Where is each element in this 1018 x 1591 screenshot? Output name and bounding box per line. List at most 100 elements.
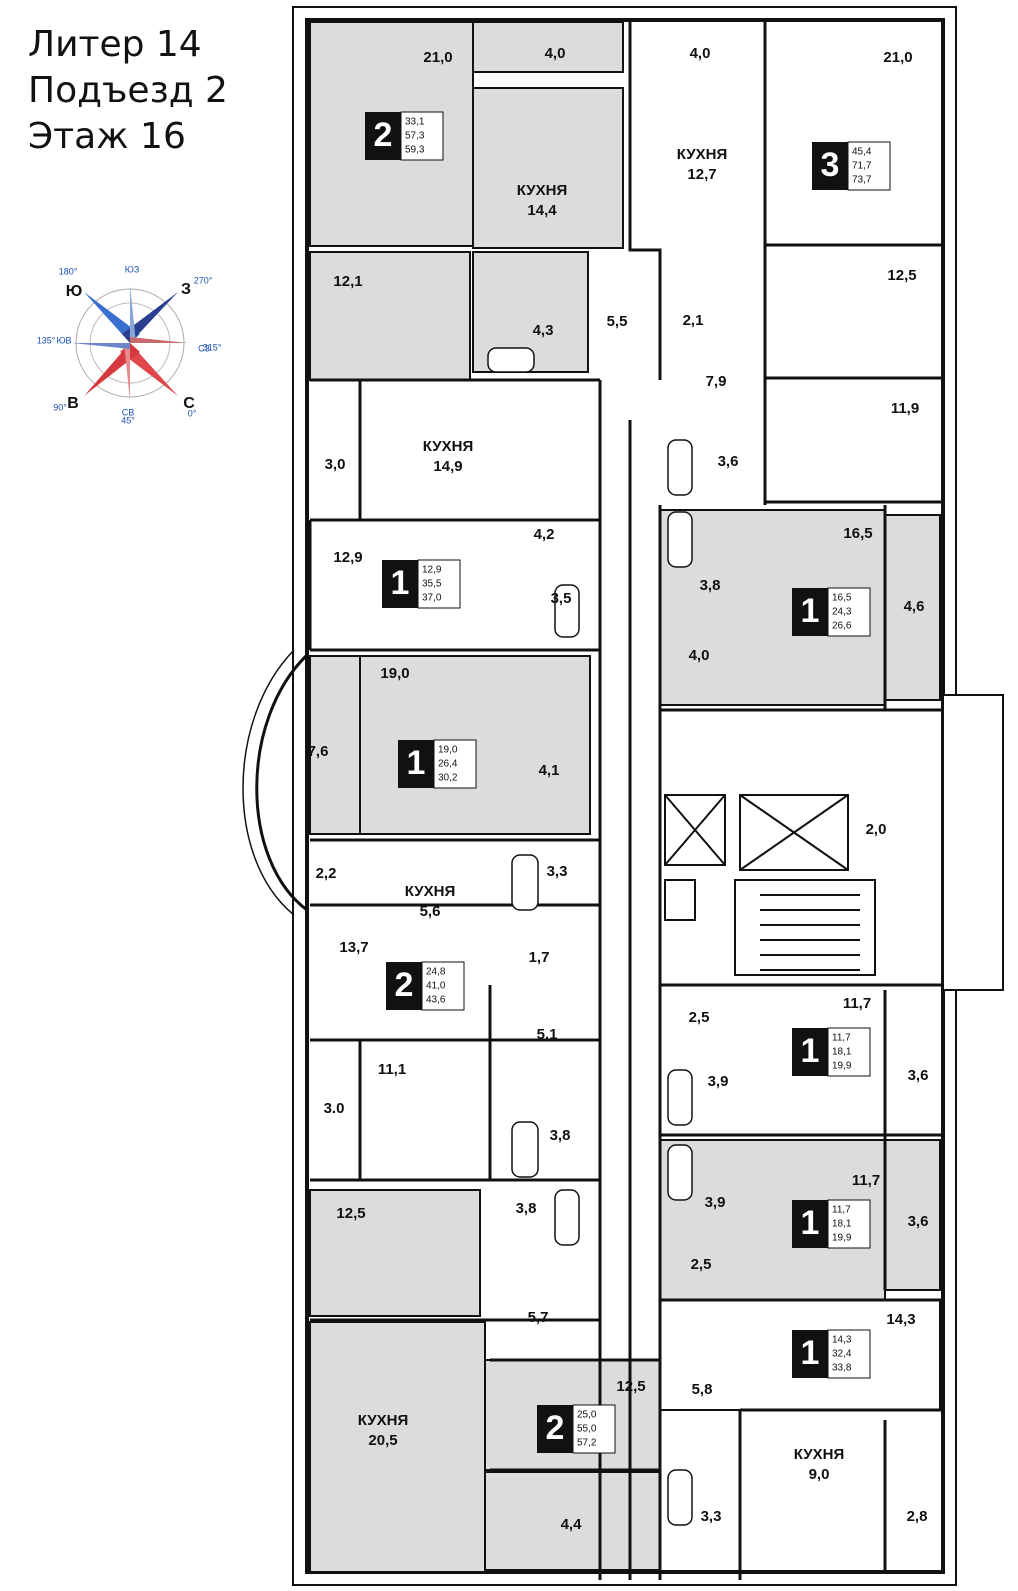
area-total: 18,1 — [832, 1047, 852, 1058]
room-area: 4,6 — [904, 598, 925, 615]
room-area: 4,0 — [545, 45, 566, 62]
room-area: 9,0 — [809, 1466, 830, 1483]
room-area: 1,7 — [529, 949, 550, 966]
apartment-rooms: 1 — [407, 744, 426, 782]
room-area: 3,3 — [701, 1508, 722, 1525]
room-name: КУХНЯ — [677, 146, 727, 163]
area-total: 57,3 — [405, 131, 425, 142]
apartment-badge: 2 33,1 57,3 59,3 — [365, 111, 444, 161]
area-total: 26,4 — [438, 759, 458, 770]
apartment-rooms: 3 — [821, 146, 840, 184]
room-area: 11,1 — [378, 1061, 406, 1078]
apartment-rooms: 1 — [801, 1334, 820, 1372]
elevator-core — [664, 794, 876, 976]
area-total-balcony: 33,8 — [832, 1363, 852, 1374]
room-area: 19,0 — [380, 665, 409, 682]
area-total-balcony: 73,7 — [852, 175, 872, 186]
apartment-badge: 1 19,0 26,4 30,2 — [398, 739, 477, 789]
area-living: 25,0 — [577, 1410, 597, 1421]
room-area: 12,9 — [333, 549, 362, 566]
apartment-rooms: 1 — [801, 1204, 820, 1242]
room-area: 5,1 — [537, 1026, 558, 1043]
compass-degree: 180° — [59, 266, 78, 276]
room-area: 12,1 — [333, 273, 362, 290]
room-area: 4,1 — [539, 762, 560, 779]
room-area: 4,0 — [690, 45, 711, 62]
compass-inner: ЮЗ — [125, 264, 140, 274]
apartment-rooms: 1 — [801, 1032, 820, 1070]
apartment-rooms: 2 — [546, 1409, 565, 1447]
apartment-badge: 1 16,5 24,3 26,6 — [792, 587, 871, 637]
room-area: 4,2 — [534, 526, 555, 543]
apartment-badge: 2 25,0 55,0 57,2 — [537, 1404, 616, 1454]
room-area: 16,5 — [843, 525, 872, 542]
compass-label: В — [67, 395, 79, 412]
area-total: 55,0 — [577, 1424, 597, 1435]
room-name: КУХНЯ — [358, 1412, 408, 1429]
room-area: 14,9 — [433, 458, 462, 475]
room-area: 5,7 — [528, 1309, 549, 1326]
room-name: КУХНЯ — [794, 1446, 844, 1463]
compass-arrow-nw — [84, 292, 140, 343]
room-area: 3,6 — [718, 453, 739, 470]
compass-arrow-ne — [122, 292, 178, 343]
compass-degree: 135° — [37, 335, 56, 345]
apartment-badges: 2 33,1 57,3 59,3 3 45,4 71,7 73,7 1 12,9… — [365, 111, 891, 1454]
room-area: 3,3 — [547, 863, 568, 880]
apartment-badge: 1 14,3 32,4 33,8 — [792, 1329, 871, 1379]
room-area: 3,9 — [708, 1073, 729, 1090]
room-name: КУХНЯ — [423, 438, 473, 455]
room-area: 12,7 — [687, 166, 716, 183]
apartment-badge: 1 11,7 18,1 19,9 — [792, 1199, 871, 1249]
building-label: Литер 14 — [28, 24, 202, 65]
bathtubs — [487, 347, 693, 1526]
room-area: 2,2 — [316, 865, 337, 882]
room-area: 11,7 — [852, 1172, 880, 1189]
entrance-label: Подъезд 2 — [28, 70, 228, 111]
room-labels: 21,0 4,0 4,0 21,0 КУХНЯ 14,4 КУХНЯ 12,7 … — [308, 45, 929, 1533]
room-area: 7,9 — [706, 373, 727, 390]
area-living: 16,5 — [832, 593, 852, 604]
compass-degree: 315° — [203, 342, 222, 352]
area-total-balcony: 19,9 — [832, 1233, 852, 1244]
room-name: КУХНЯ — [405, 883, 455, 900]
room-area: 3,9 — [705, 1194, 726, 1211]
building-info: Литер 14 Подъезд 2 Этаж 16 — [28, 22, 228, 160]
room-area: 5,5 — [607, 313, 628, 330]
area-living: 19,0 — [438, 745, 458, 756]
room-area: 3,8 — [550, 1127, 571, 1144]
room-area: 2,0 — [866, 821, 887, 838]
compass-label: Ю — [66, 283, 83, 300]
room-area: 3,6 — [908, 1213, 929, 1230]
apartment-rooms: 2 — [374, 116, 393, 154]
area-total-balcony: 57,2 — [577, 1438, 597, 1449]
room-area: 3.0 — [324, 1100, 345, 1117]
room-area: 4,0 — [689, 647, 710, 664]
room-area: 3,6 — [908, 1067, 929, 1084]
area-total-balcony: 37,0 — [422, 593, 442, 604]
building-outline — [242, 6, 1004, 1586]
area-total-balcony: 59,3 — [405, 145, 425, 156]
apartment-rooms: 1 — [391, 564, 410, 602]
room-area: 5,8 — [692, 1381, 713, 1398]
room-area: 5,6 — [420, 903, 441, 920]
compass-label: С — [183, 395, 195, 412]
area-total: 32,4 — [832, 1349, 852, 1360]
room-area: 12,5 — [336, 1205, 365, 1222]
area-total: 24,3 — [832, 607, 852, 618]
compass-degree: 0° — [188, 408, 197, 418]
compass-inner: СВ — [122, 407, 135, 417]
room-area: 13,7 — [339, 939, 368, 956]
compass-inner: ЮВ — [56, 335, 71, 345]
area-total-balcony: 26,6 — [832, 621, 852, 632]
room-name: КУХНЯ — [517, 182, 567, 199]
room-area: 2,1 — [683, 312, 704, 329]
area-living: 45,4 — [852, 147, 872, 158]
room-area: 3,0 — [325, 456, 346, 473]
room-area: 4,3 — [533, 322, 554, 339]
area-living: 12,9 — [422, 565, 442, 576]
room-area: 7,6 — [308, 743, 329, 760]
room-area: 12,5 — [887, 267, 916, 284]
area-total: 35,5 — [422, 579, 442, 590]
